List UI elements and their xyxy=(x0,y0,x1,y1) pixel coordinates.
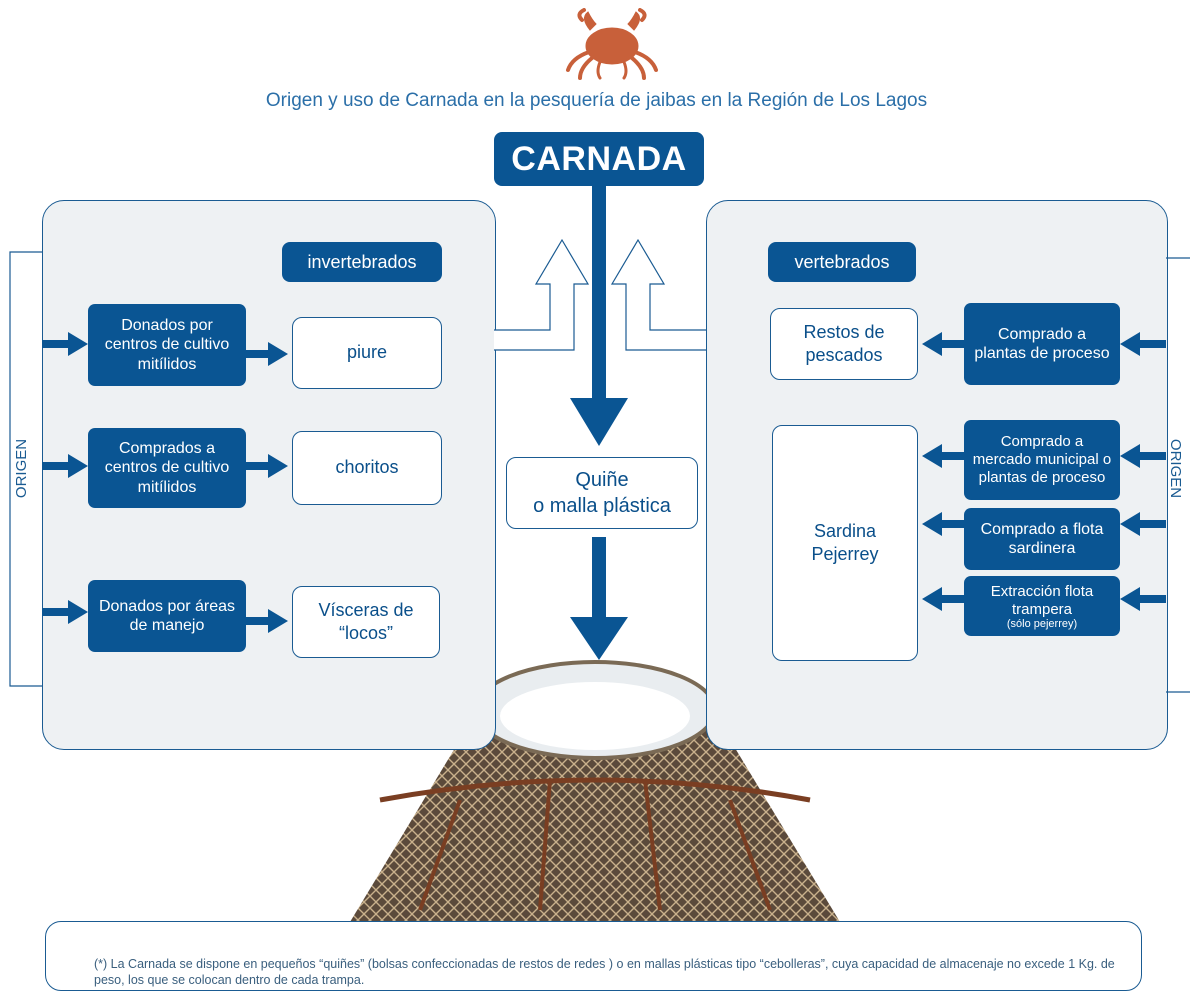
vertebrates-tag: vertebrados xyxy=(768,242,916,282)
source-management-areas: Donados por áreas de manejo xyxy=(88,580,246,652)
trap-fleet-note: (sólo pejerrey) xyxy=(1006,617,1078,630)
product-fish-remains: Restos de pescados xyxy=(770,308,918,380)
footer-note: (*) La Carnada se dispone en pequeños “q… xyxy=(45,921,1142,991)
source-trap-fleet: Extracción flota trampera (sólo pejerrey… xyxy=(964,576,1120,636)
source-sardine-fleet: Comprado a flota sardinera xyxy=(964,508,1120,570)
carnada-label: CARNADA xyxy=(494,132,704,186)
product-sardina-pejerrey: Sardina Pejerrey xyxy=(772,425,918,661)
source-bought-mussel-farms: Comprados a centros de cultivo mitílidos xyxy=(88,428,246,508)
quine-line1: Quiñe xyxy=(575,469,629,491)
quine-box: Quiñe o malla plástica xyxy=(506,457,698,529)
product-piure: piure xyxy=(292,317,442,389)
product-visceras-locos: Vísceras de “locos” xyxy=(292,586,440,658)
origin-label-left: ORIGEN xyxy=(13,438,31,499)
invertebrates-tag: invertebrados xyxy=(282,242,442,282)
source-municipal-market: Comprado a mercado municipal o plantas d… xyxy=(964,420,1120,500)
product-choritos: choritos xyxy=(292,431,442,505)
source-processing-plants: Comprado a plantas de proceso xyxy=(964,303,1120,385)
trap-fleet-label: Extracción flota trampera xyxy=(990,582,1094,618)
source-donated-mussel-farms: Donados por centros de cultivo mitílidos xyxy=(88,304,246,386)
origin-label-right: ORIGEN xyxy=(1167,438,1185,499)
crab-icon xyxy=(562,8,662,80)
quine-line2: o malla plástica xyxy=(533,495,671,517)
diagram-title: Origen y uso de Carnada en la pesquería … xyxy=(265,90,928,111)
